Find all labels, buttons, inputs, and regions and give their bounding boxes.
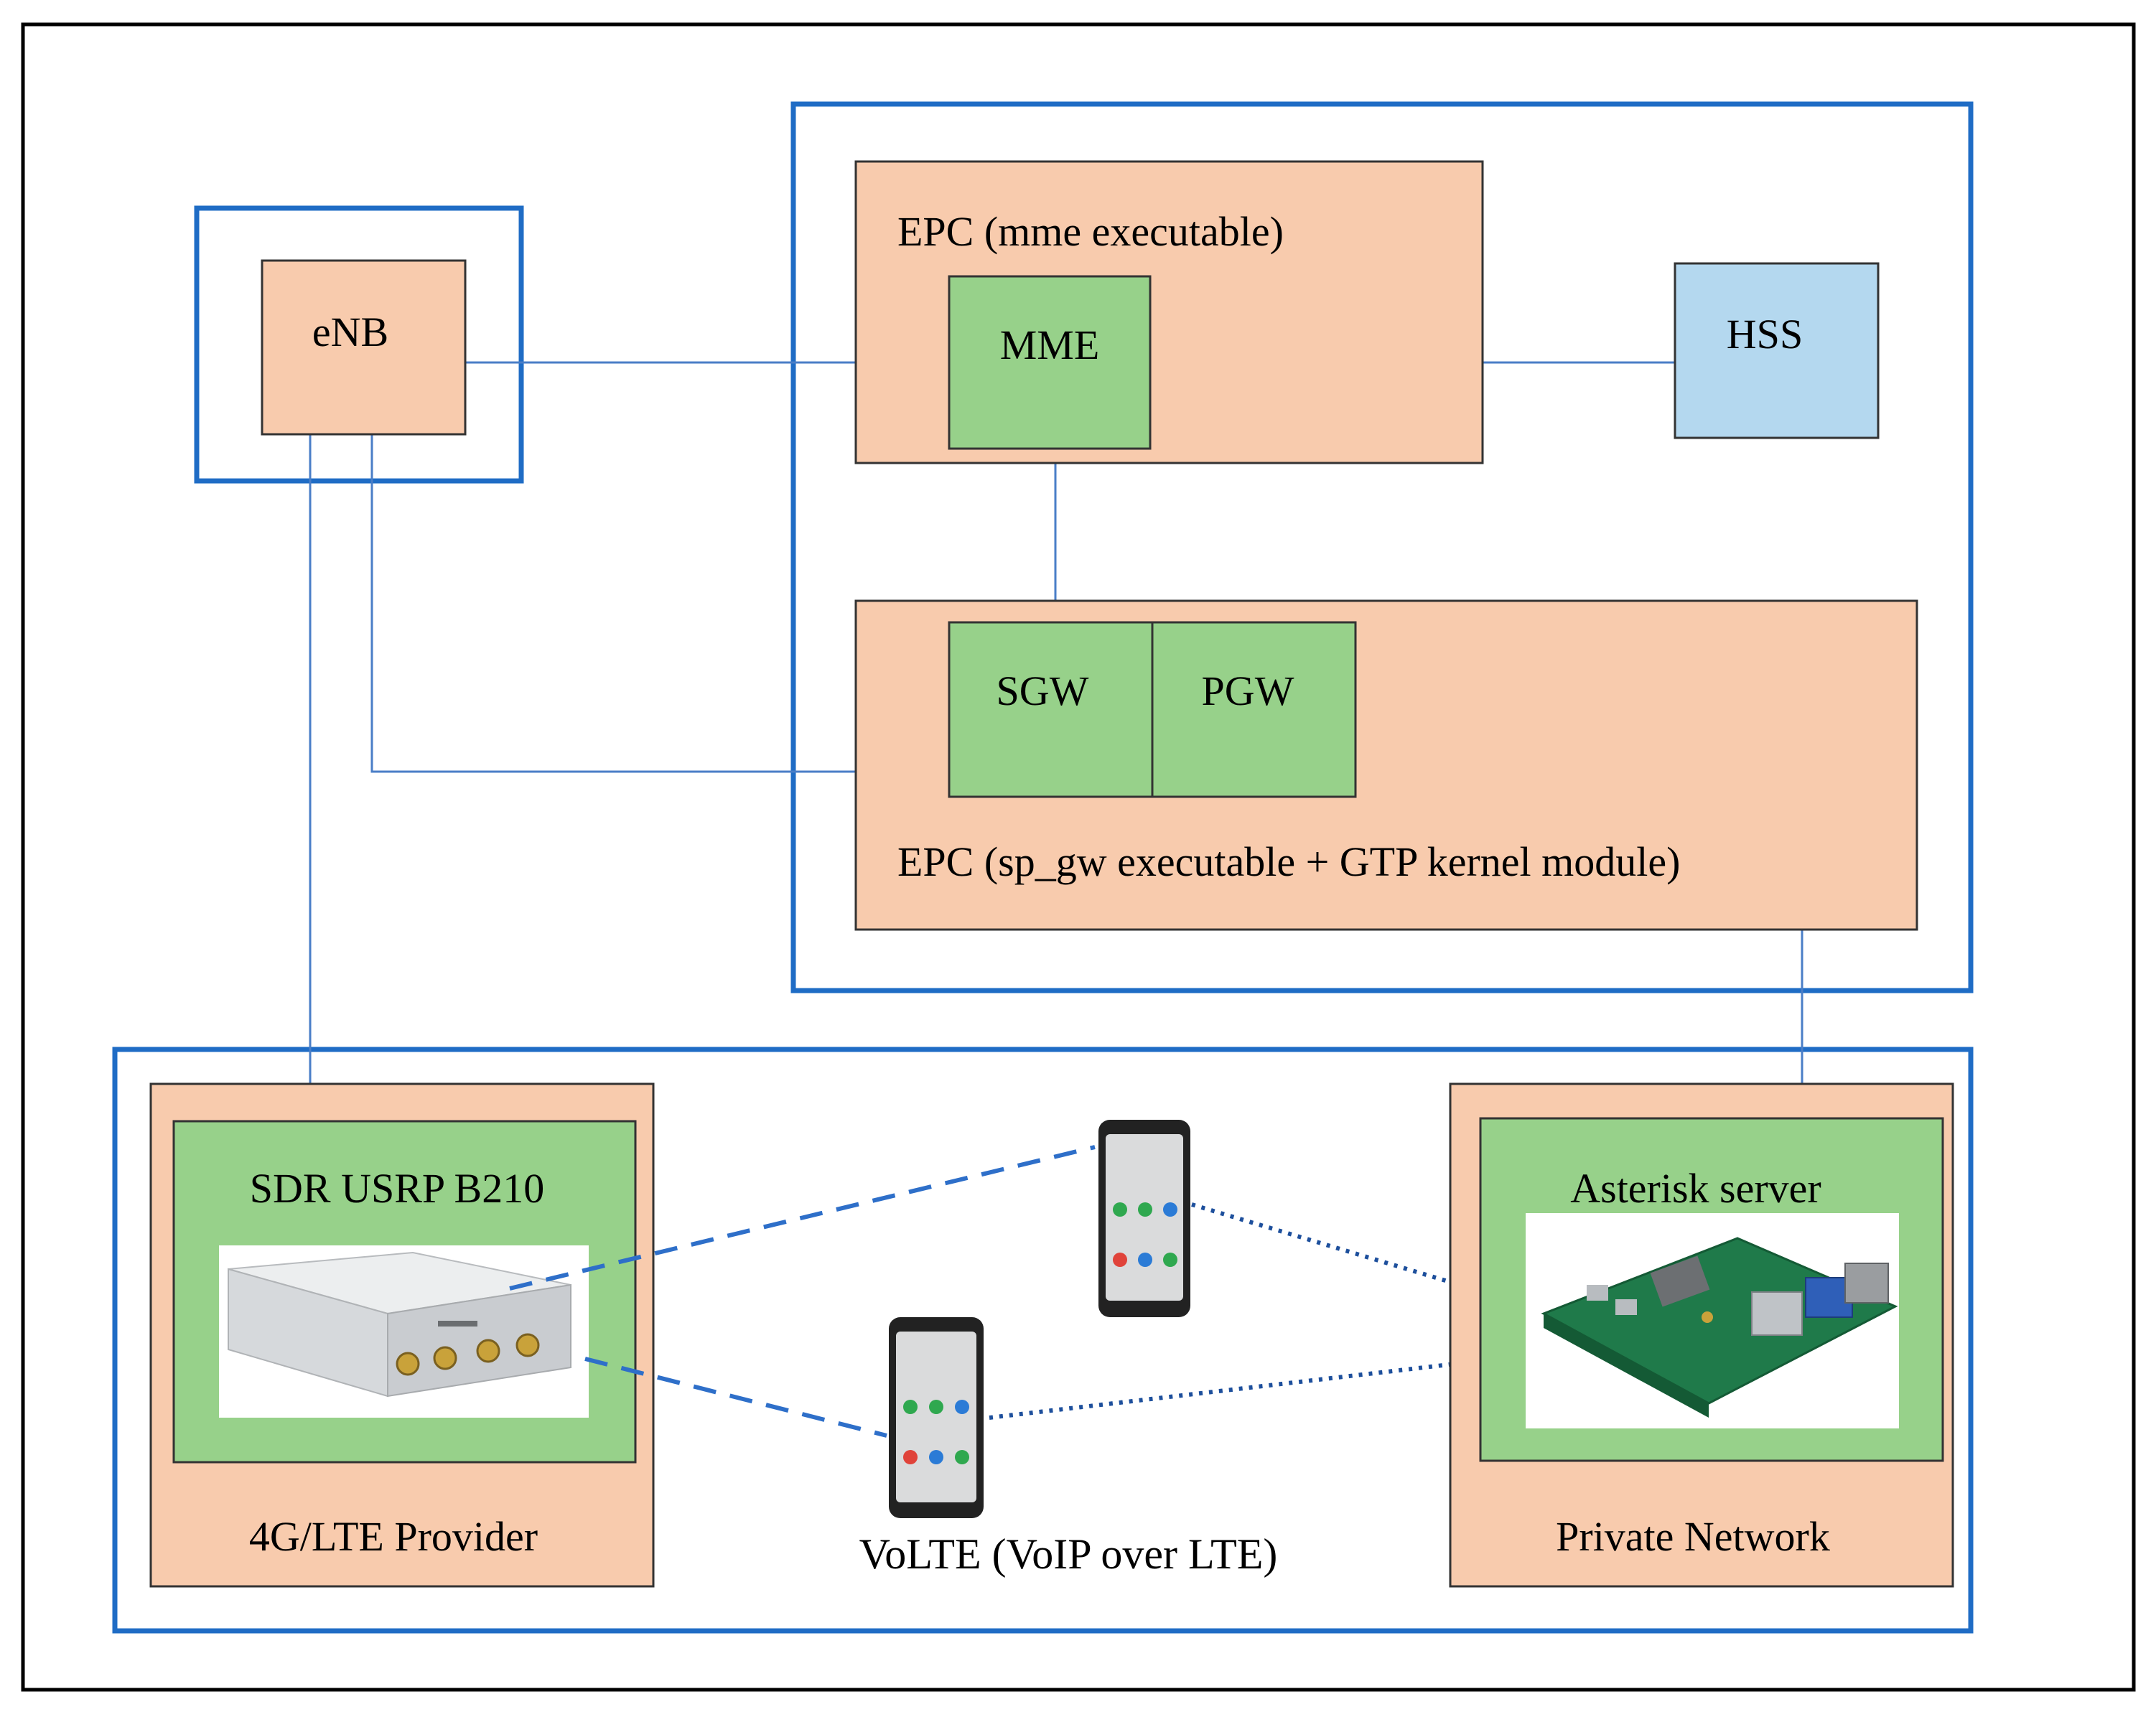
pgw-label: PGW [1202,668,1294,714]
mme-label: MME [1000,322,1100,368]
enb-container [194,205,524,484]
raspberry-pi-board-icon [1526,1213,1899,1428]
sgw-box [948,621,1154,798]
pgw-box [1151,621,1357,798]
epc-mme-label: EPC (mme executable) [897,208,1284,255]
bottom-container [112,1047,1974,1634]
sgw-label: SGW [997,668,1089,714]
private-network-label: Private Network [1556,1513,1830,1560]
hss-box [1674,262,1880,439]
mme-box [948,275,1152,450]
hss-label: HSS [1727,311,1803,357]
link-enb-spgw [370,434,856,773]
radio-link-top [509,1145,1096,1291]
volte-label: VoLTE (VoIP over LTE) [859,1530,1278,1578]
sdr-label: SDR USRP B210 [250,1165,544,1212]
asterisk-label: Asterisk server [1570,1165,1821,1212]
smartphone-icon [889,1317,984,1518]
enb-label: eNB [312,309,388,355]
epc-spgw-label: EPC (sp_gw executable + GTP kernel modul… [897,838,1680,885]
radio-link-bottom [584,1357,887,1438]
epc-container [790,101,1974,993]
provider-label: 4G/LTE Provider [249,1513,538,1560]
enb-box [261,259,467,436]
sdr-usrp-device-icon [219,1245,589,1418]
smartphone-icon [1098,1120,1190,1317]
